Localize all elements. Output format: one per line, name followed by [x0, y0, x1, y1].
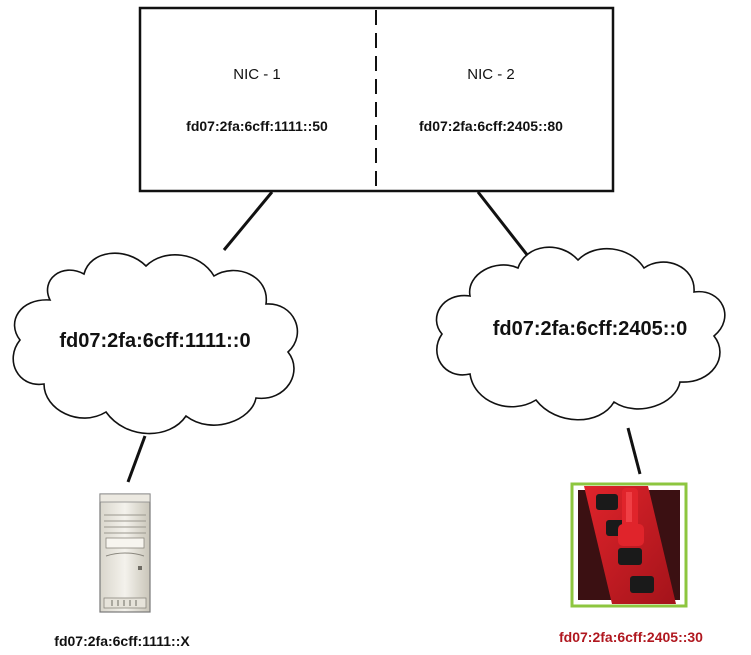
right-network-label: fd07:2fa:6cff:2405::0	[493, 318, 688, 340]
nic2-name: NIC - 2	[467, 66, 515, 83]
right-cloud-icon	[435, 246, 726, 421]
power-strip-icon	[570, 482, 688, 608]
left-network-cloud: fd07:2fa:6cff:1111::0	[12, 252, 299, 435]
nic2-address: fd07:2fa:6cff:2405::80	[419, 118, 563, 134]
nic1-address: fd07:2fa:6cff:1111::50	[186, 118, 328, 134]
right-network-cloud: fd07:2fa:6cff:2405::0	[435, 246, 726, 421]
link-right-network-to-pdu	[626, 427, 642, 475]
pdu-address-label: fd07:2fa:6cff:2405::30	[559, 629, 703, 645]
link-nic2-to-right-network	[476, 191, 530, 257]
server-box: NIC - 1 fd07:2fa:6cff:1111::50 NIC - 2 f…	[138, 6, 615, 193]
left-network-label: fd07:2fa:6cff:1111::0	[59, 330, 250, 352]
link-left-network-to-tower	[126, 435, 147, 483]
tower-address-label: fd07:2fa:6cff:1111::X	[54, 633, 190, 649]
server-tower-icon	[99, 493, 151, 613]
link-nic1-to-left-network	[222, 191, 274, 251]
left-cloud-icon	[12, 252, 299, 435]
nic1-name: NIC - 1	[233, 66, 281, 83]
